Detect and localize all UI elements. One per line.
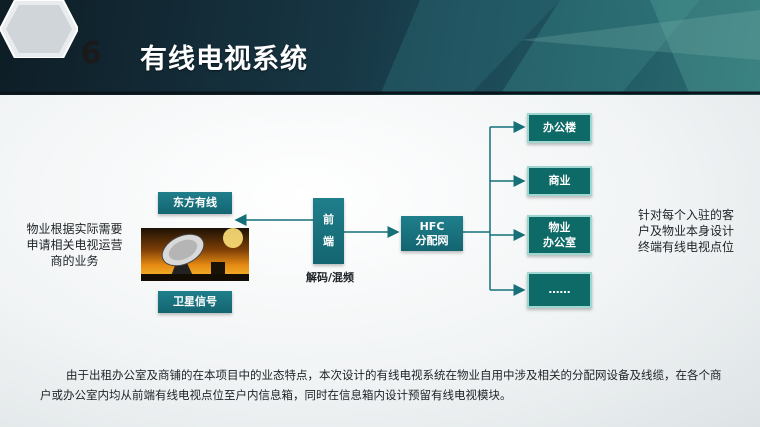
output-more-box: …… bbox=[527, 272, 592, 308]
dongfang-cable-box: 东方有线 bbox=[158, 192, 232, 214]
section-number: 6 bbox=[80, 35, 102, 71]
header-decoration bbox=[0, 0, 760, 95]
right-note: 针对每个入驻的客 户及物业本身设计 终端有线电视点位 bbox=[638, 208, 735, 254]
frontend-box: 前 端 bbox=[313, 198, 344, 264]
output-property-office-box: 物业 办公室 bbox=[527, 215, 592, 255]
decode-mix-label: 解码/混频 bbox=[305, 271, 355, 284]
left-note: 物业根据实际需要 申请相关电视运营 商的业务 bbox=[26, 222, 123, 268]
content-area bbox=[0, 95, 760, 427]
page-title: 有线电视系统 bbox=[140, 44, 308, 75]
satellite-dish-photo bbox=[141, 228, 249, 281]
header-banner: 6 有线电视系统 bbox=[0, 0, 760, 95]
hfc-distribution-box: HFC 分配网 bbox=[401, 216, 463, 251]
output-commercial-box: 商业 bbox=[527, 166, 592, 196]
description-paragraph: 由于出租办公室及商铺的在本项目中的业态特点，本次设计的有线电视系统在物业自用中涉… bbox=[40, 368, 722, 402]
section-badge bbox=[0, 0, 78, 58]
output-office-building-box: 办公楼 bbox=[527, 113, 592, 143]
satellite-signal-box: 卫星信号 bbox=[158, 291, 232, 313]
